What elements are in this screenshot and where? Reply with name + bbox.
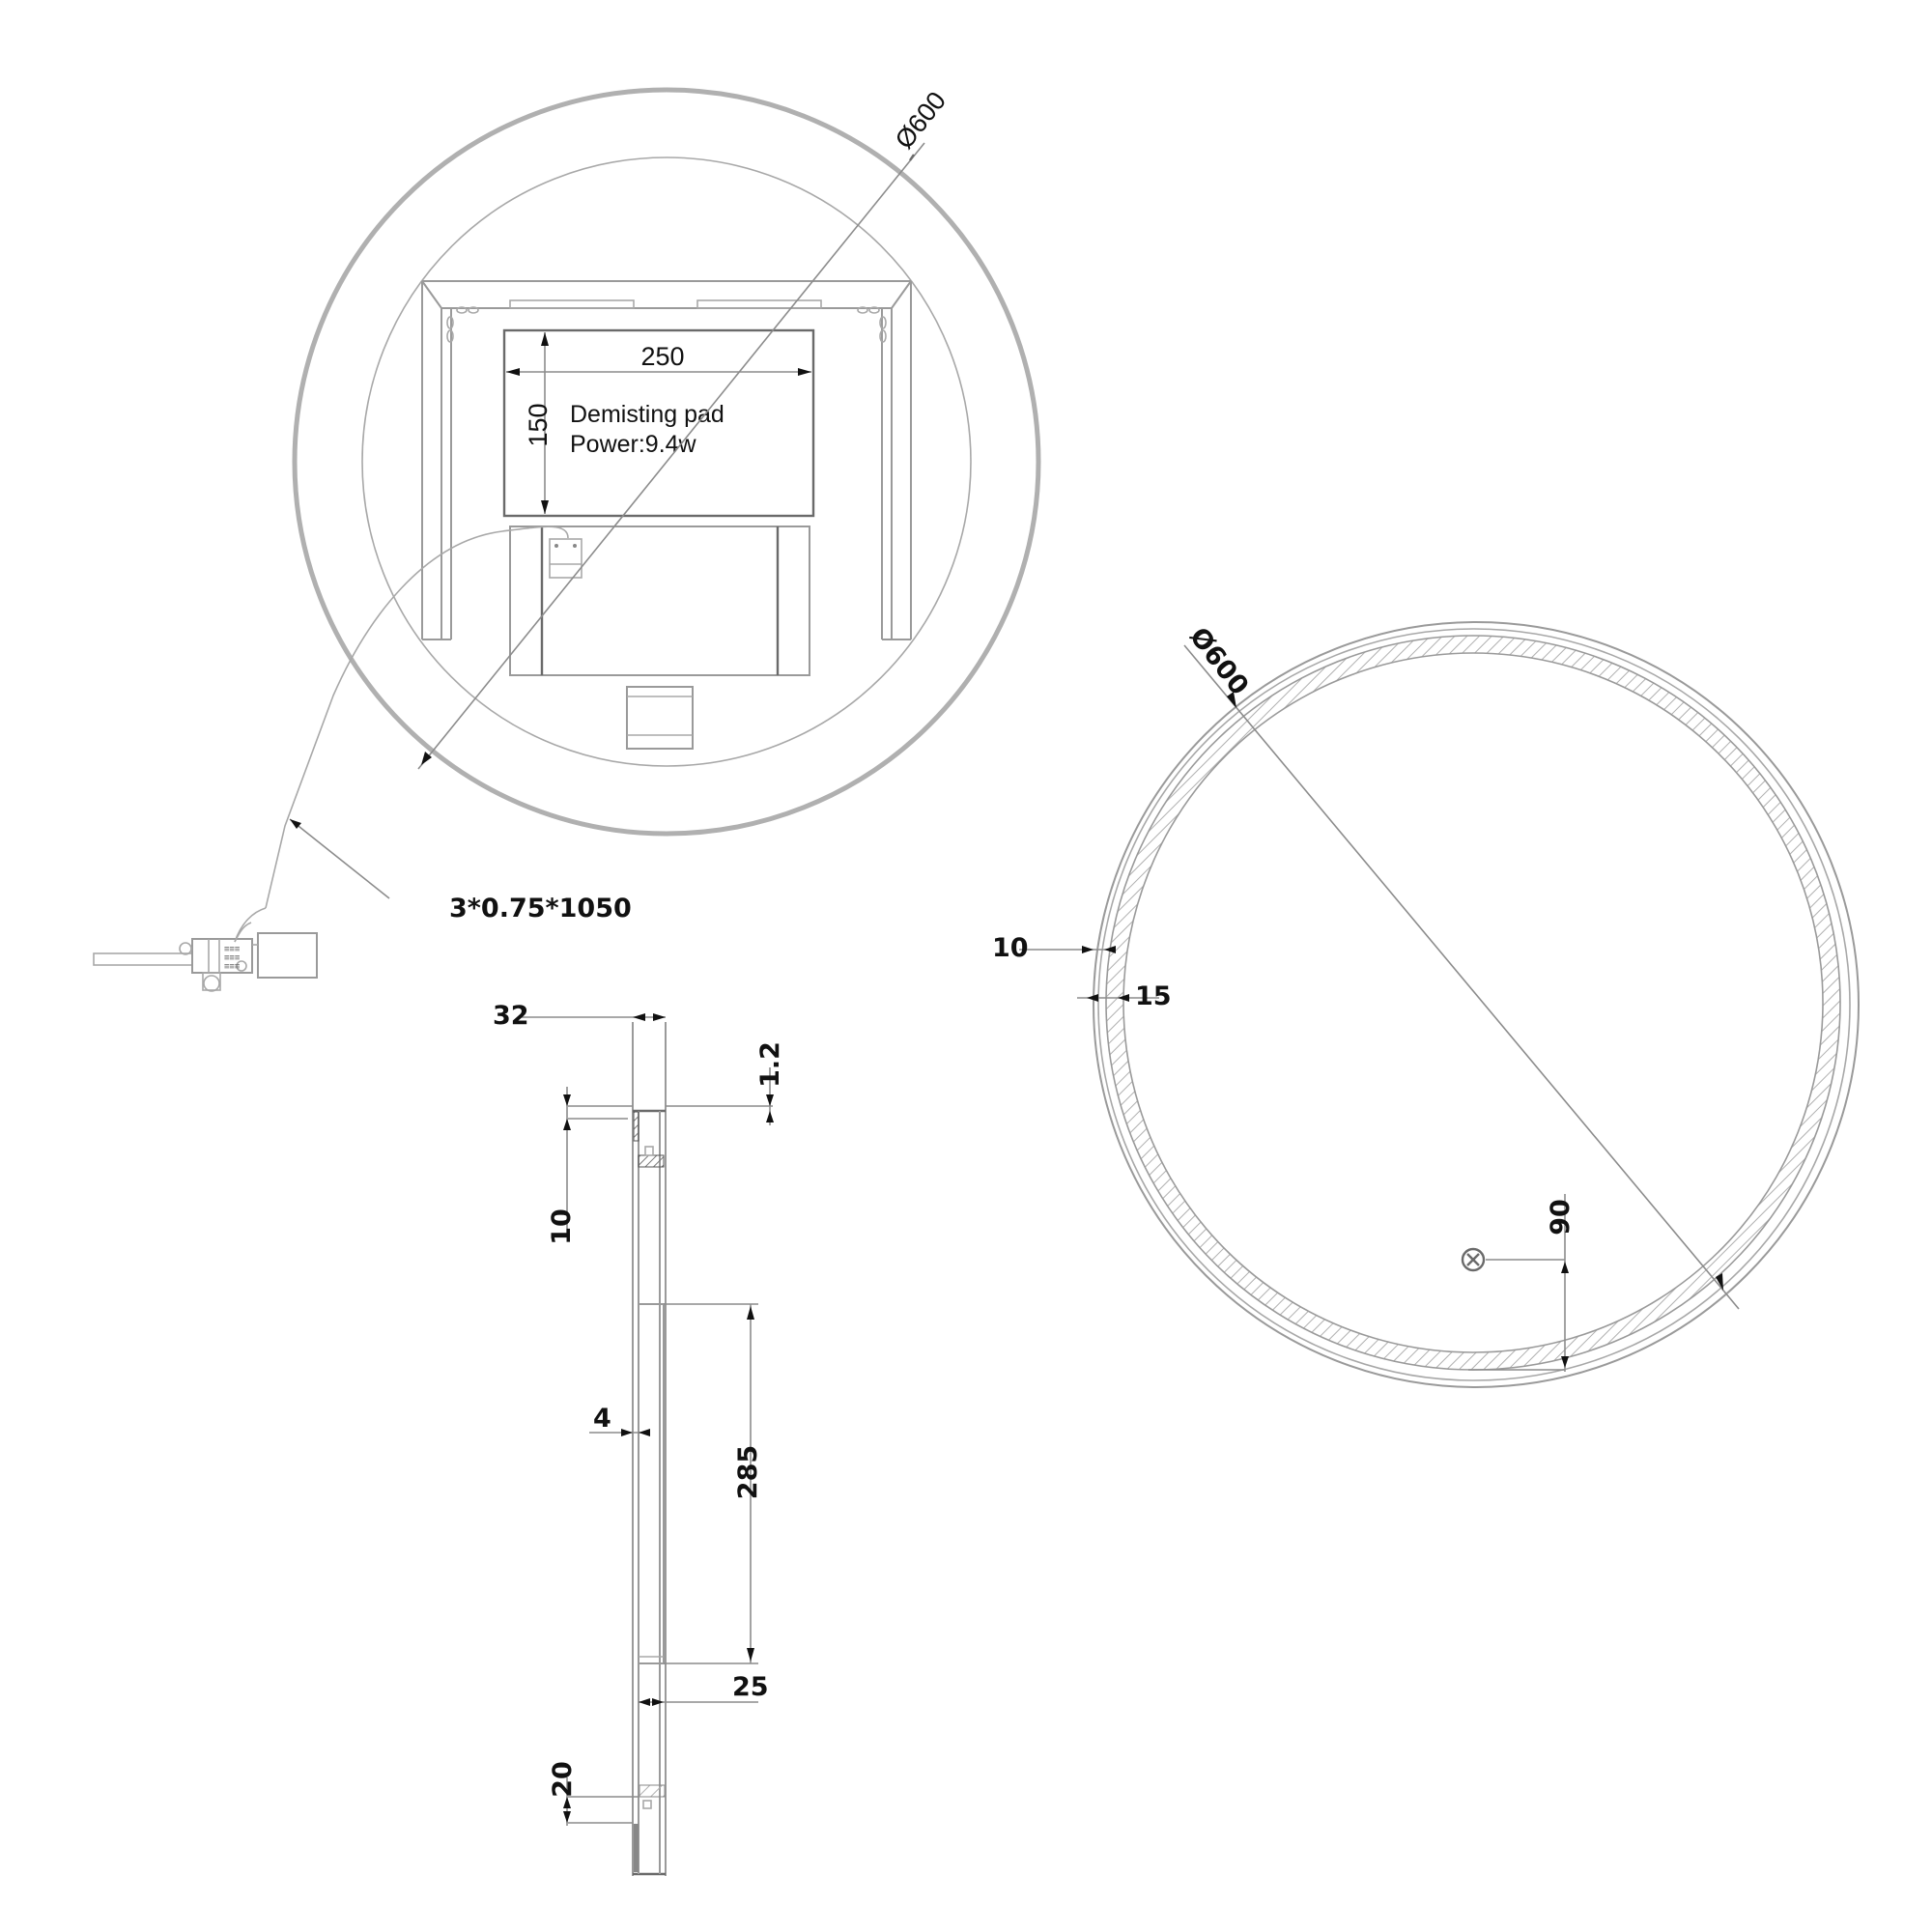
screw-marks — [446, 306, 887, 343]
pad-height-label: 150 — [524, 403, 553, 446]
front-outer-rim — [1093, 621, 1860, 1388]
touch-switch-icon — [1461, 1247, 1486, 1272]
frame-band-dimension: 15 — [1077, 981, 1172, 1011]
bracket-depth-label: 25 — [732, 1672, 769, 1702]
back-view: 250 150 Demisting pad Power:9.4w — [93, 86, 1041, 992]
gap-label: 4 — [593, 1404, 611, 1434]
bottom-offset-dimension: 20 — [548, 1761, 639, 1826]
svg-text:≡≡≡: ≡≡≡ — [224, 962, 241, 972]
terminal-connector: ≡≡≡ ≡≡≡ ≡≡≡ — [93, 922, 318, 992]
pad-text-line1: Demisting pad — [570, 401, 724, 428]
front-view: Ø600 10 15 90 — [992, 621, 1860, 1388]
back-outer-rim — [292, 87, 1041, 837]
frame-band-label: 15 — [1135, 981, 1172, 1011]
depth-label: 32 — [493, 1001, 529, 1031]
bottom-offset-label: 20 — [548, 1761, 578, 1798]
back-inner-ring — [361, 156, 972, 767]
bracket-length-label: 285 — [733, 1445, 763, 1499]
bracket-depth-dimension: 25 — [639, 1672, 769, 1706]
glass-label: 1.2 — [755, 1041, 785, 1088]
frame-outer-label: 10 — [992, 933, 1029, 963]
frame-outer-dimension: 10 — [992, 933, 1116, 963]
front-diameter-label: Ø600 — [1183, 622, 1254, 701]
switch-block — [626, 686, 694, 750]
led-driver — [509, 526, 810, 676]
mounting-frame — [421, 280, 912, 640]
top-offset-dimension: 10 — [547, 1087, 633, 1245]
pad-text-line2: Power:9.4w — [570, 431, 697, 458]
touch-switch: 90 — [1461, 1194, 1576, 1372]
demisting-pad: 250 150 Demisting pad Power:9.4w — [502, 328, 815, 518]
side-section: 32 1.2 10 4 — [493, 1001, 785, 1876]
svg-text:≡≡≡: ≡≡≡ — [224, 953, 241, 963]
glass-dimension: 1.2 — [666, 1041, 785, 1125]
power-cable: 3*0.75*1050 — [234, 526, 632, 943]
top-offset-label: 10 — [547, 1208, 577, 1245]
gap-dimension: 4 — [589, 1404, 650, 1436]
cable-spec-label: 3*0.75*1050 — [449, 894, 632, 923]
switch-offset-label: 90 — [1546, 1199, 1576, 1236]
front-diameter-dimension: Ø600 — [1183, 622, 1740, 1310]
bracket-length-dimension: 285 — [664, 1303, 763, 1664]
pad-width-label: 250 — [640, 342, 684, 371]
back-diameter-label: Ø600 — [890, 86, 952, 155]
depth-dimension: 32 — [493, 1001, 666, 1031]
svg-text:≡≡≡: ≡≡≡ — [224, 945, 241, 954]
